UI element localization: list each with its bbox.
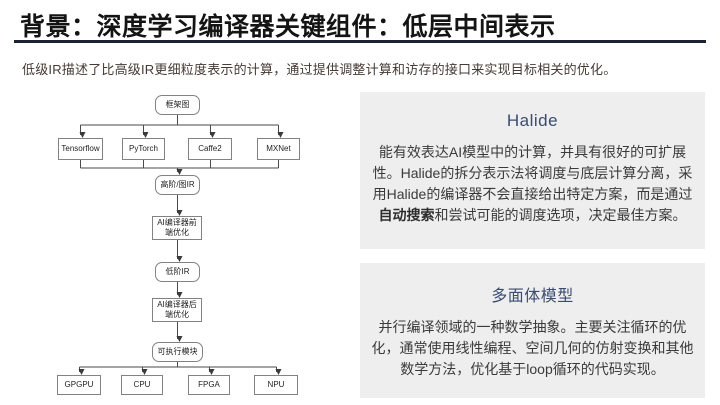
halide-body-text: 能有效表达AI模型中的计算，并具有很好的可扩展性。Halide的拆分表示法将调度… bbox=[372, 144, 693, 202]
polyhedral-panel: 多面体模型 并行编译领域的一种数学抽象。主要关注循环的优化，通常使用线性编程、空… bbox=[360, 263, 705, 398]
page-title: 背景：深度学习编译器关键组件：低层中间表示 bbox=[20, 13, 556, 41]
node-fpga: FPGA bbox=[188, 375, 230, 395]
compiler-flow-diagram: 框架图 Tensorflow PyTorch Caffe2 MXNet 高阶/图… bbox=[30, 85, 330, 400]
node-cpu: CPU bbox=[121, 375, 163, 395]
halide-panel-body: 能有效表达AI模型中的计算，并具有很好的可扩展性。Halide的拆分表示法将调度… bbox=[360, 142, 705, 226]
halide-body-tail-text: 和尝试可能的调度选项，决定最佳方案。 bbox=[434, 207, 687, 223]
node-npu: NPU bbox=[254, 375, 298, 395]
node-mxnet: MXNet bbox=[257, 138, 300, 160]
diagram-connectors bbox=[78, 115, 284, 375]
node-high-level-ir: 高阶/图IR bbox=[155, 175, 200, 195]
node-low-level-ir: 低阶IR bbox=[155, 262, 200, 282]
node-executable-module: 可执行模块 bbox=[152, 342, 203, 362]
polyhedral-panel-title: 多面体模型 bbox=[491, 288, 574, 305]
node-gpgpu: GPGPU bbox=[57, 375, 101, 395]
halide-panel: Halide 能有效表达AI模型中的计算，并具有很好的可扩展性。Halide的拆… bbox=[360, 92, 705, 249]
node-frontend-optimization: AI编译器前端优化 bbox=[152, 216, 202, 240]
node-pytorch: PyTorch bbox=[122, 138, 165, 160]
node-caffe2: Caffe2 bbox=[188, 138, 232, 160]
halide-body-bold-text: 自动搜索 bbox=[378, 207, 435, 223]
node-backend-optimization: AI编译器后端优化 bbox=[152, 298, 202, 322]
polyhedral-panel-body: 并行编译领域的一种数学抽象。主要关注循环的优化，通常使用线性编程、空间几何的仿射… bbox=[371, 319, 694, 377]
page-subtitle: 低级IR描述了比高级IR更细粒度表示的计算，通过提供调整计算和访存的接口来实现目… bbox=[22, 62, 617, 77]
node-tensorflow: Tensorflow bbox=[58, 138, 103, 160]
node-framework: 框架图 bbox=[155, 95, 200, 115]
halide-panel-title: Halide bbox=[506, 111, 559, 130]
title-divider bbox=[14, 40, 706, 43]
